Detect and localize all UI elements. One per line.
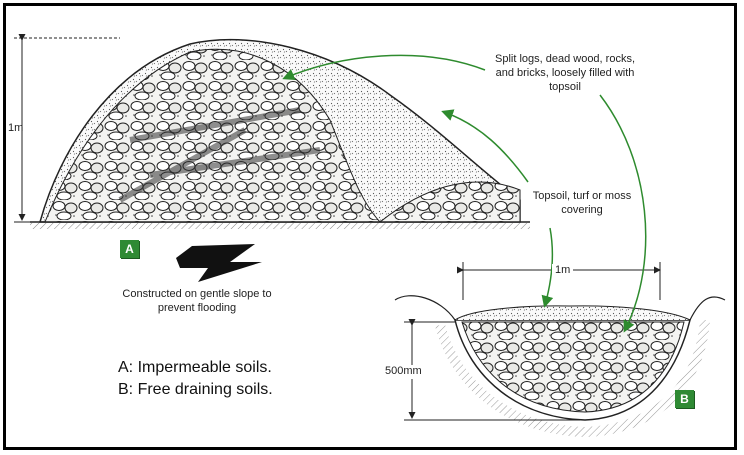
materials-label: Split logs, dead wood, rocks, and bricks… xyxy=(490,53,640,94)
covering-label: Topsoil, turf or moss covering xyxy=(532,190,632,218)
height-label-a: 1m xyxy=(8,122,23,136)
badge-a: A xyxy=(120,240,139,258)
pit-b xyxy=(395,296,725,432)
width-label-b: 1m xyxy=(552,264,573,278)
depth-label-b: 500mm xyxy=(385,365,422,379)
legend: A: Impermeable soils. B: Free draining s… xyxy=(118,357,273,401)
slope-note-label: Constructed on gentle slope to prevent f… xyxy=(118,288,276,316)
slope-arrow-icon xyxy=(176,244,262,282)
badge-b: B xyxy=(675,390,694,408)
legend-line-b: B: Free draining soils. xyxy=(118,379,273,401)
mound-a xyxy=(30,40,530,229)
legend-line-a: A: Impermeable soils. xyxy=(118,357,273,379)
